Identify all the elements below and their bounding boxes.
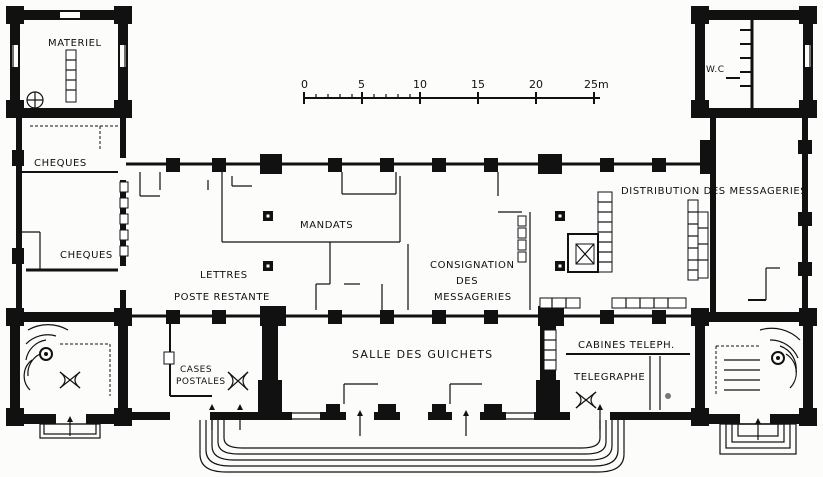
- room-label-consignation-des: DES: [456, 276, 478, 287]
- room-label-materiel: MATERIEL: [48, 38, 102, 49]
- room-label-cheques-top: CHEQUES: [34, 158, 87, 169]
- room-label-distribution: DISTRIBUTION DES MESSAGERIES: [621, 186, 807, 197]
- tower-bottom-right: [691, 308, 817, 455]
- scale-tick-20: 20: [529, 78, 543, 91]
- left-wing: [12, 118, 129, 314]
- scale-bar: 0 5 10 15 20 25m: [301, 78, 609, 104]
- scale-tick-10: 10: [413, 78, 427, 91]
- room-label-wc: W.C: [706, 65, 725, 75]
- room-label-consignation-messageries: MESSAGERIES: [434, 292, 512, 303]
- tower-bottom-left: [6, 308, 132, 439]
- scale-tick-5: 5: [358, 78, 365, 91]
- front-perron: [199, 420, 625, 473]
- room-label-cases: CASES: [180, 365, 212, 375]
- tower-top-right: [691, 6, 817, 118]
- scale-tick-25m: 25m: [584, 78, 609, 91]
- scale-tick-15: 15: [471, 78, 485, 91]
- room-label-consignation: CONSIGNATION: [430, 260, 515, 271]
- room-label-cabines-teleph: CABINES TELEPH.: [578, 340, 675, 351]
- room-label-mandats: MANDATS: [300, 220, 353, 231]
- right-wing: [710, 118, 812, 314]
- room-label-telegraphe: TELEGRAPHE: [573, 372, 645, 383]
- room-label-poste-restante: POSTE RESTANTE: [174, 292, 270, 303]
- room-label-postales: POSTALES: [176, 377, 226, 387]
- salle-des-guichets-walls: [126, 322, 696, 436]
- tower-top-left: [6, 6, 132, 118]
- room-label-lettres: LETTRES: [200, 270, 248, 281]
- scale-tick-0: 0: [301, 78, 308, 91]
- central-block: [126, 140, 714, 326]
- room-label-cheques-bottom: CHEQUES: [60, 250, 113, 261]
- room-label-salle-des-guichets: SALLE DES GUICHETS: [352, 348, 493, 361]
